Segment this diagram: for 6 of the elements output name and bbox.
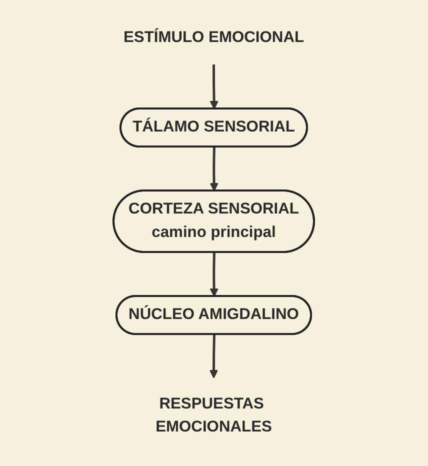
arrow (210, 64, 219, 110)
node-text: ESTÍMULO EMOCIONAL (124, 29, 304, 46)
arrow (210, 334, 218, 378)
node-text: RESPUESTAS EMOCIONALES (156, 396, 272, 436)
arrow (210, 147, 219, 192)
arrow (210, 252, 219, 297)
